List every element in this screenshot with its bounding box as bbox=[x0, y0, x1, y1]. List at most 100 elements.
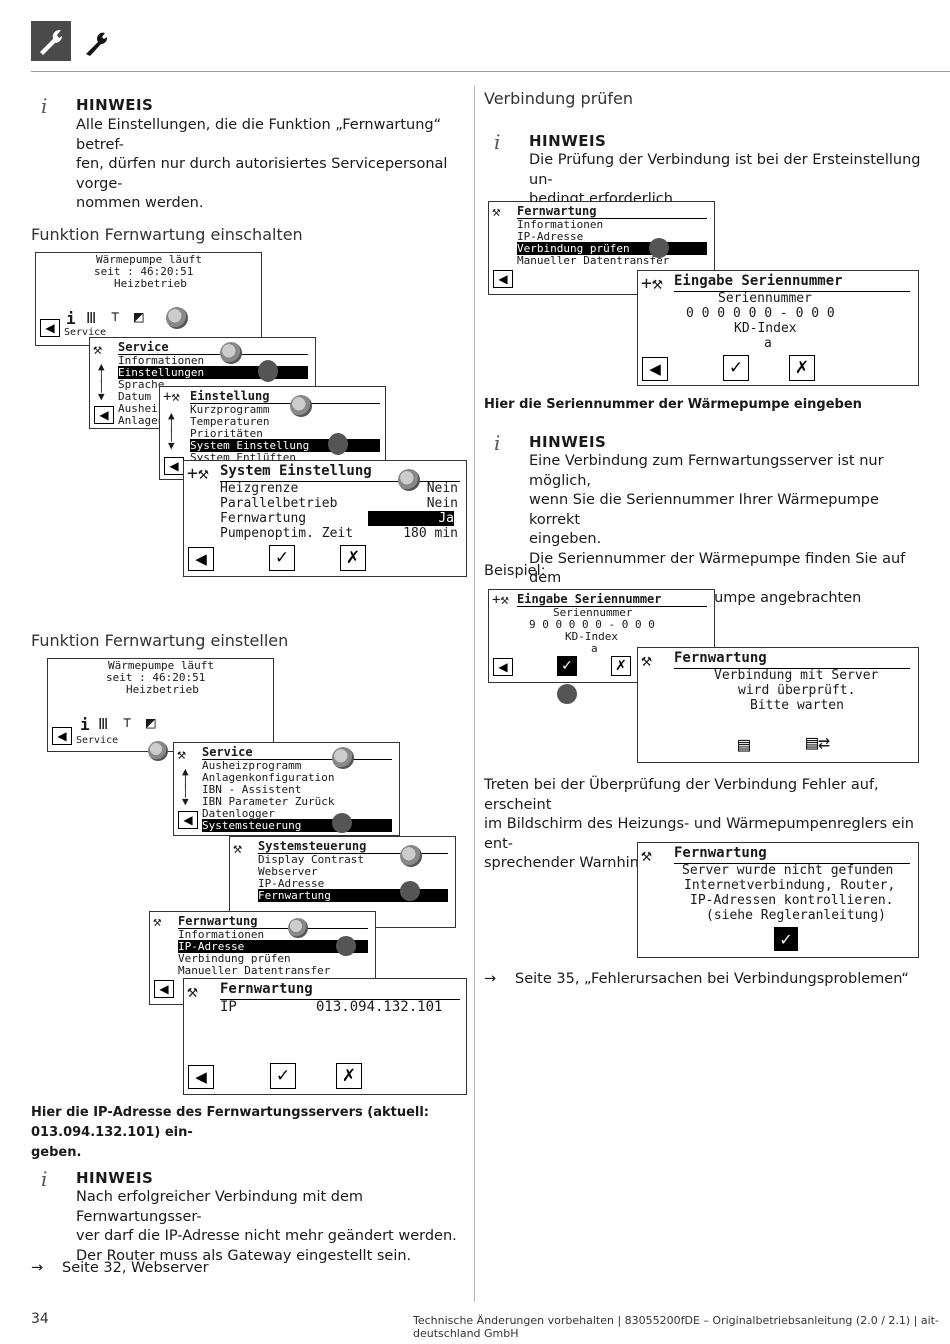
back-button[interactable]: ◀ bbox=[493, 658, 513, 676]
menu-item[interactable]: Verbindung prüfen bbox=[178, 952, 291, 965]
radiator-icon: Ⅲ bbox=[86, 309, 97, 327]
confirm-button[interactable]: ✓ bbox=[557, 656, 577, 676]
menu-item[interactable]: Display Contrast bbox=[258, 853, 364, 866]
menu-item[interactable]: Anlagenkonfiguration bbox=[202, 771, 335, 784]
display-title: Fernwartung bbox=[674, 650, 767, 666]
setting-value-selected[interactable]: Ja bbox=[368, 511, 454, 526]
back-button[interactable]: ◀ bbox=[642, 357, 668, 381]
scrollbar[interactable]: ▲││▼ bbox=[168, 409, 175, 452]
column-divider bbox=[474, 86, 475, 1302]
menu-item[interactable]: Datenlogger bbox=[202, 807, 275, 820]
setting-value[interactable]: Nein bbox=[426, 496, 458, 511]
cancel-button[interactable]: ✗ bbox=[611, 656, 631, 676]
display-text: Service bbox=[76, 735, 119, 746]
back-button[interactable]: ◀ bbox=[40, 319, 60, 337]
scrollbar[interactable]: ▲││▼ bbox=[182, 765, 189, 808]
cancel-button[interactable]: ✗ bbox=[340, 545, 366, 571]
menu-item[interactable]: IBN Parameter Zurück bbox=[202, 795, 335, 808]
menu-item[interactable]: Informationen bbox=[118, 354, 205, 367]
confirm-button[interactable]: ✓ bbox=[270, 1063, 296, 1089]
display-title: Service bbox=[118, 340, 169, 354]
confirm-button[interactable]: ✓ bbox=[723, 355, 749, 381]
back-button[interactable]: ◀ bbox=[164, 457, 184, 475]
radiator-icon: Ⅲ bbox=[98, 715, 109, 733]
rotary-knob-icon[interactable] bbox=[166, 307, 188, 329]
rotary-knob-icon[interactable] bbox=[290, 395, 312, 417]
kd-index-input[interactable]: a bbox=[764, 336, 772, 351]
hand-pointer-icon bbox=[258, 360, 278, 382]
info-i-icon: i bbox=[66, 309, 76, 328]
menu-item-selected[interactable]: Systemsteuerung bbox=[202, 819, 392, 832]
serial-input[interactable]: 0 0 0 0 0 0 - 0 0 0 bbox=[686, 306, 835, 321]
menu-item[interactable]: Sprache bbox=[118, 378, 165, 391]
display-text: Server wurde nicht gefunden bbox=[682, 863, 894, 878]
back-button[interactable]: ◀ bbox=[493, 270, 513, 288]
menu-item[interactable]: IP-Adresse bbox=[258, 877, 325, 890]
back-button[interactable]: ◀ bbox=[94, 406, 114, 424]
menu-item[interactable]: Kurzprogramm bbox=[190, 403, 270, 416]
back-button[interactable]: ◀ bbox=[178, 811, 198, 829]
menu-item[interactable]: Manueller Datentransfer bbox=[517, 254, 670, 267]
page-number: 34 bbox=[31, 1311, 49, 1327]
menu-item[interactable]: Webserver bbox=[258, 865, 318, 878]
display-text: Wärmepumpe läuft bbox=[108, 659, 214, 672]
display-ip-address: ⚒ Fernwartung IP 013.094.132.101 ◀ ✓ ✗ bbox=[183, 978, 467, 1095]
menu-item[interactable]: Informationen bbox=[517, 218, 604, 231]
remote-maintenance-icon: ⚒ bbox=[492, 204, 501, 220]
paragraph: Treten bei der Überprüfung der Verbindun… bbox=[484, 776, 924, 874]
rotary-knob-icon[interactable] bbox=[400, 845, 422, 867]
info-i-icon: i bbox=[41, 94, 48, 118]
confirm-button[interactable]: ✓ bbox=[774, 927, 798, 951]
menu-item[interactable]: Temperaturen bbox=[190, 415, 270, 428]
note-line: Eine Verbindung zum Fernwartungsserver i… bbox=[529, 453, 884, 489]
menu-item[interactable]: Anlagen bbox=[118, 414, 165, 427]
note-line: eingeben. bbox=[529, 531, 602, 547]
section-heading: Verbindung prüfen bbox=[484, 89, 634, 108]
display-system-einstellung: +⚒ System Einstellung Heizgrenze Nein Pa… bbox=[183, 460, 467, 577]
scrollbar[interactable]: ▲││▼ bbox=[98, 360, 105, 403]
menu-item[interactable]: IP-Adresse bbox=[517, 230, 584, 243]
back-button[interactable]: ◀ bbox=[154, 980, 174, 998]
setting-value[interactable]: 180 min bbox=[403, 526, 458, 541]
menu-item[interactable]: Prioritäten bbox=[190, 427, 263, 440]
cooling-icon: ◩ bbox=[134, 307, 144, 326]
rotary-knob-icon[interactable] bbox=[398, 469, 420, 491]
back-button[interactable]: ◀ bbox=[188, 1065, 214, 1089]
cancel-button[interactable]: ✗ bbox=[336, 1063, 362, 1089]
menu-item[interactable]: Informationen bbox=[178, 928, 265, 941]
data-transfer-icon: ▤⇄ bbox=[806, 730, 831, 754]
display-text: Heizbetrieb bbox=[114, 277, 187, 290]
page-reference-link[interactable]: Seite 32, Webserver bbox=[62, 1260, 209, 1276]
back-button[interactable]: ◀ bbox=[52, 727, 72, 745]
display-text: wird überprüft. bbox=[738, 683, 856, 698]
rotary-knob-icon[interactable] bbox=[148, 741, 168, 761]
rotary-knob-icon[interactable] bbox=[288, 918, 308, 938]
display-text: Seriennummer bbox=[718, 291, 812, 306]
paragraph-line: Treten bei der Überprüfung der Verbindun… bbox=[484, 777, 879, 813]
caption: Hier die Seriennummer der Wärmepumpe ein… bbox=[484, 397, 862, 412]
menu-item[interactable]: Ausheizprogramm bbox=[202, 759, 302, 772]
rotary-knob-icon[interactable] bbox=[332, 747, 354, 769]
setting-value[interactable]: Nein bbox=[426, 481, 458, 496]
display-title: Einstellung bbox=[190, 389, 270, 403]
wrench-icon bbox=[31, 21, 71, 61]
display-serial-example: +⚒ Eingabe Seriennummer Seriennummer 9 0… bbox=[488, 589, 715, 683]
cancel-button[interactable]: ✗ bbox=[789, 355, 815, 381]
serial-input[interactable]: 9 0 0 0 0 0 - 0 0 0 bbox=[529, 618, 655, 631]
kd-index-input[interactable]: a bbox=[591, 642, 598, 655]
menu-item[interactable]: Datum bbox=[118, 390, 152, 403]
ip-input[interactable]: 013.094.132.101 bbox=[316, 999, 443, 1015]
wrench-icon: ⚒ bbox=[93, 340, 103, 358]
setting-label: Pumpenoptim. Zeit bbox=[220, 526, 354, 541]
menu-item[interactable]: IBN - Assistent bbox=[202, 783, 302, 796]
display-text: KD-Index bbox=[734, 321, 797, 336]
menu-item-selected[interactable]: IP-Adresse bbox=[178, 940, 368, 953]
back-button[interactable]: ◀ bbox=[188, 547, 214, 571]
page-reference-link[interactable]: Seite 35, „Fehlerursachen bei Verbindung… bbox=[515, 971, 909, 987]
menu-item[interactable]: Manueller Datentransfer bbox=[178, 964, 331, 977]
note-line: Die Prüfung der Verbindung ist bei der E… bbox=[529, 152, 921, 188]
menu-item[interactable]: Ausheiz bbox=[118, 402, 165, 415]
rotary-knob-icon[interactable] bbox=[220, 342, 242, 364]
display-service: ⚒ Service Ausheizprogramm Anlagenkonfigu… bbox=[173, 742, 400, 836]
confirm-button[interactable]: ✓ bbox=[269, 545, 295, 571]
